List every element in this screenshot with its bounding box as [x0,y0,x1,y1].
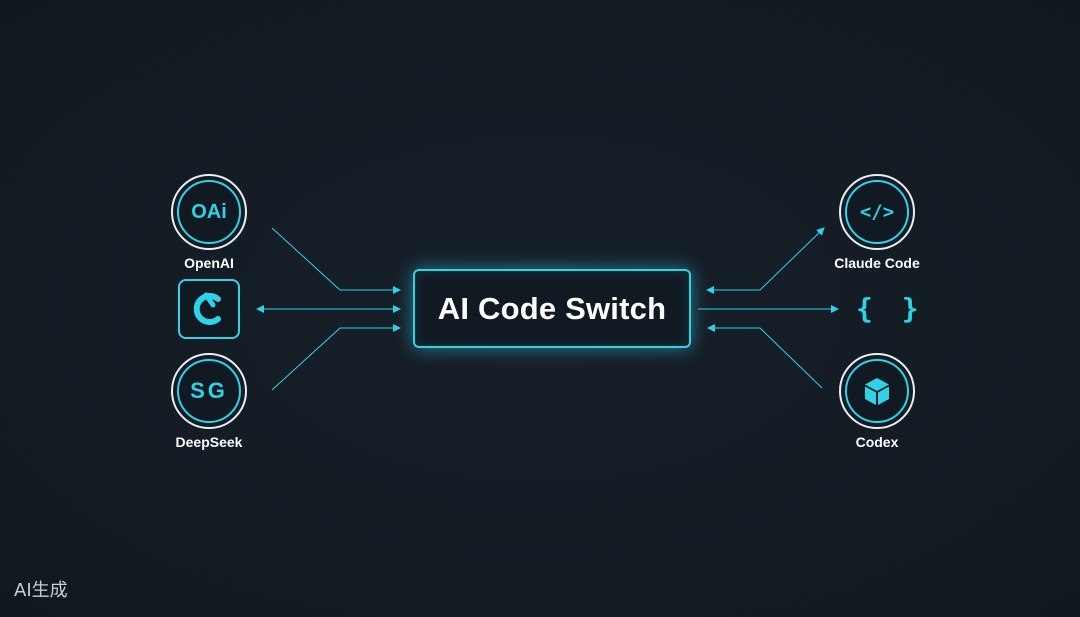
wire-deepseek-to-hub [271,324,401,391]
wire-codex-to-hub [707,324,823,389]
deepseek-label: DeepSeek [175,434,243,450]
openai-logo-icon: OAi [177,180,241,244]
codex-node [839,353,915,429]
wire-hub-to-claude [708,227,825,291]
c-logo-node [178,279,240,339]
wire-openai-to-hub [271,227,401,294]
watermark-text: AI生成 [14,580,68,601]
braces-icon: { } [856,292,925,325]
claude-code-logo-text: </> [859,201,895,223]
wire-c-left-arrowhead [256,305,264,313]
c-logo-icon [193,292,221,325]
openai-label: OpenAI [184,255,234,271]
cube-icon [845,359,909,423]
deepseek-node: SG [171,353,247,429]
deepseek-logo-icon: SG [177,359,241,423]
openai-node: OAi [171,174,247,250]
claude-code-label: Claude Code [834,255,920,271]
code-tag-icon: </> [845,180,909,244]
deepseek-logo-text: SG [190,378,228,403]
codex-label: Codex [855,434,899,450]
hub-title: AI Code Switch [437,290,667,326]
wire-claude-hub-arrowhead [706,286,714,294]
claude-code-node: </> [839,174,915,250]
openai-logo-text: OAi [191,200,227,223]
hub-box: AI Code Switch [413,269,691,348]
